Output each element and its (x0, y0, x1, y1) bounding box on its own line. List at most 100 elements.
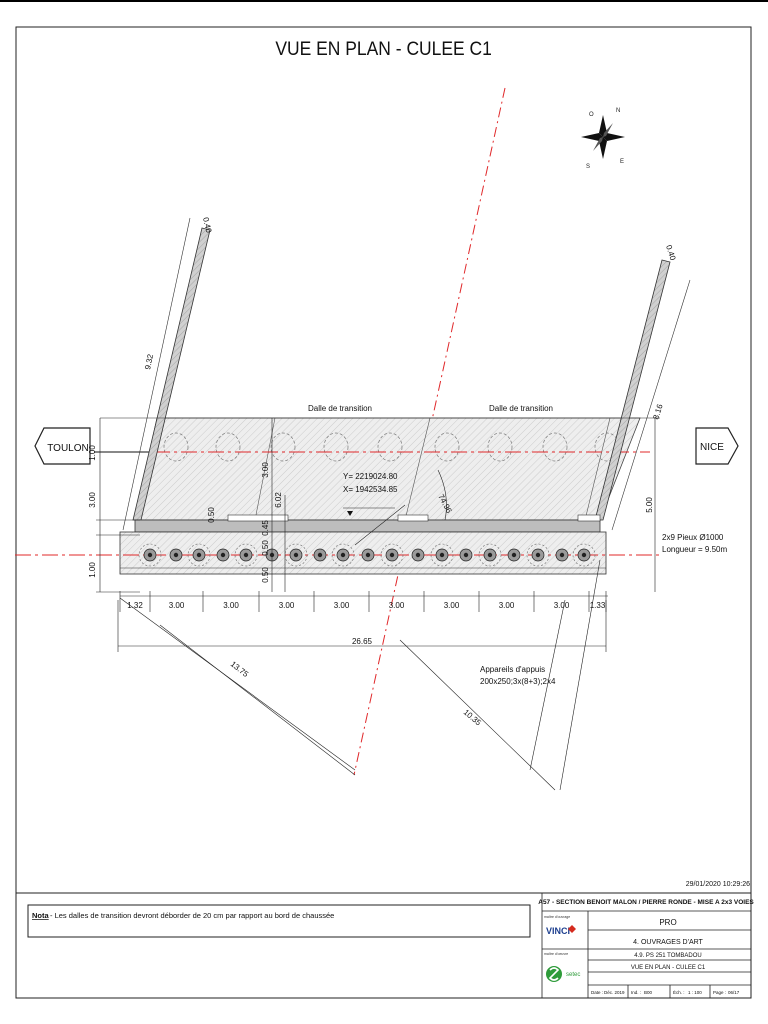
center-dim-e: 0.50 (261, 567, 270, 583)
span-label: 3.00 (169, 601, 185, 610)
span-ticks (119, 591, 607, 612)
pieux-line1: 2x9 Pieux Ø1000 (662, 533, 724, 542)
dimension-lines (96, 417, 660, 791)
right-dim: 5.00 (645, 497, 654, 513)
pile (507, 548, 521, 562)
span-label: 3.00 (389, 601, 405, 610)
north-arrow-icon (581, 115, 625, 159)
toulon-label: TOULON (47, 443, 89, 454)
page-value: 06/17 (728, 990, 740, 995)
center-dim-f: 0.50 (207, 507, 216, 523)
slab-joint-right (584, 417, 611, 521)
scale-label: Éch. : (673, 989, 685, 995)
pile (187, 543, 211, 567)
wing-left-width: 0.40 (201, 216, 213, 234)
wing-right-length: 8.16 (651, 403, 665, 421)
page-label: Page : (713, 990, 726, 995)
wing-wall-right (594, 259, 671, 521)
span-label: 3.00 (499, 601, 515, 610)
pile (138, 543, 162, 567)
title-block (541, 892, 752, 999)
appareils-line1: Appareils d'appuis (480, 665, 545, 674)
north-label-e: N (616, 108, 620, 114)
drawing-frame (15, 26, 752, 999)
left-dim-top: 1.00 (88, 445, 97, 461)
structure: 4.9. PS 251 TOMBADOU (634, 953, 701, 959)
beam-notch-right (577, 514, 601, 522)
pile (459, 548, 473, 562)
pile (216, 548, 230, 562)
skew-axis-line (353, 87, 506, 776)
setec-logo: setec (566, 972, 580, 978)
appareils-line2: 200x250;3x(8+3);2x4 (480, 677, 556, 686)
vinci-logo: VINCI (546, 926, 570, 936)
slab-joint-center (404, 417, 431, 521)
project-title: A57 - SECTION BENOIT MALON / PIERRE ROND… (538, 899, 754, 906)
pile (234, 543, 258, 567)
note-box (27, 904, 531, 938)
vinci-logo-mark-icon (568, 925, 576, 933)
phase: PRO (659, 918, 676, 927)
pile (411, 548, 425, 562)
left-dim-bottom: 1.00 (88, 562, 97, 578)
span-label: 3.00 (334, 601, 350, 610)
center-dim-c: 0.45 (261, 520, 270, 536)
scale-value: 1 : 100 (688, 990, 702, 995)
diag-left-label: 13.75 (229, 659, 251, 679)
span-label: 3.00 (279, 601, 295, 610)
date-value: Déc. 2019 (604, 990, 625, 995)
note-label: Nota (32, 911, 49, 920)
center-dim-d: 0.50 (261, 540, 270, 556)
note-text: - Les dalles de transition devront débor… (50, 911, 334, 920)
pile (526, 543, 550, 567)
timestamp: 29/01/2020 10:29:26 (686, 881, 750, 888)
sheet-title: VUE EN PLAN - CULEE C1 (631, 965, 706, 971)
span-labels: 1.32 3.00 3.00 3.00 3.00 3.00 3.00 3.00 3.00 1.33 (127, 601, 606, 610)
diag-right-label: 10.35 (462, 708, 484, 728)
coord-y: Y= 2219024.80 (343, 472, 398, 481)
toulon-arrow-sign: TOULON (34, 427, 91, 465)
pile (555, 548, 569, 562)
pieux-line2: Longueur = 9.50m (662, 545, 727, 554)
center-dim-b: 6.02 (274, 492, 283, 508)
pile (380, 543, 404, 567)
span-label: 3.00 (554, 601, 570, 610)
beam-notch-center (397, 514, 429, 522)
coord-marker-icon (347, 511, 353, 516)
center-dim-a: 3.00 (261, 462, 270, 478)
wing-dim-left-line (122, 217, 191, 531)
coord-x: X= 1942534.85 (343, 485, 398, 494)
drawing-title: VUE EN PLAN - CULEE C1 (275, 37, 492, 59)
north-label-w: S (586, 164, 590, 170)
beam-notch-left (227, 514, 289, 522)
slab-joint-left (254, 417, 276, 521)
pile (313, 548, 327, 562)
setec-logo-icon (546, 966, 562, 982)
ind-label: Ind. : (631, 990, 641, 995)
north-label-n: O (589, 112, 594, 118)
pile (169, 548, 183, 562)
nice-arrow-sign: NICE (695, 427, 739, 465)
pile (361, 548, 375, 562)
pile (284, 543, 308, 567)
pile (430, 543, 454, 567)
dalle-label-left: Dalle de transition (308, 404, 372, 413)
transition-slab (134, 417, 641, 521)
client-caption: maître d'ouvrage (544, 915, 570, 919)
overall-width-label: 26.65 (352, 637, 373, 646)
wing-right-width: 0.40 (664, 244, 678, 262)
span-label: 1.33 (590, 601, 606, 610)
pile (572, 543, 596, 567)
section: 4. OUVRAGES D'ART (633, 939, 703, 946)
abutment-beam (134, 519, 601, 533)
nice-label: NICE (700, 442, 724, 453)
design-caption: maître d'oeuvre (544, 952, 568, 956)
span-label: 3.00 (444, 601, 460, 610)
pile (331, 543, 355, 567)
span-label: 1.32 (127, 601, 143, 610)
pile (478, 543, 502, 567)
date-label: Date : (591, 990, 603, 995)
span-label: 3.00 (223, 601, 239, 610)
ind-value: B00 (644, 990, 653, 995)
